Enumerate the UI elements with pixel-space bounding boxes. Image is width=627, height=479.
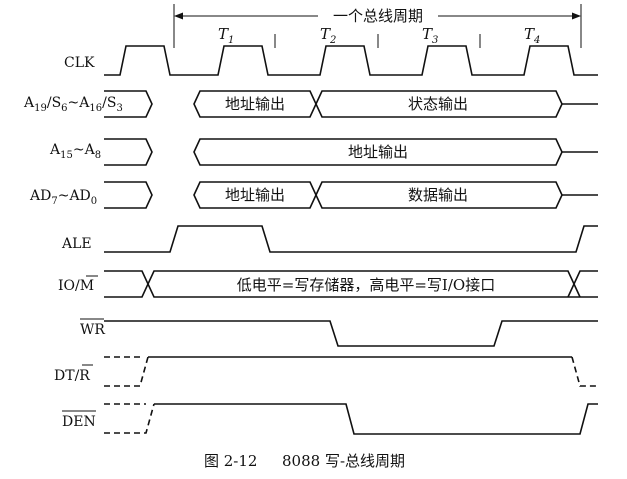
cycle-arrow-left-head [174,12,183,20]
dt-r-waveform [104,356,598,387]
state-label-t2: T2 [320,25,336,46]
clk-label: CLK [64,55,95,71]
figure-title: 8088 写-总线周期 [282,452,405,470]
den-label: DEN [62,414,96,430]
a19-address-output-label: 地址输出 [225,95,285,113]
ale-label: ALE [61,236,92,252]
ad-data-output-label: 数据输出 [408,186,468,204]
io-m-label: IO/M [58,278,94,294]
cycle-arrow-right-head [572,12,581,20]
io-m-level-description: 低电平=写存储器，高电平=写I/O接口 [237,276,495,294]
a19-status-output-label: 状态输出 [408,95,468,113]
figure-number: 图 2-12 [204,452,257,470]
a19-s6-waveform [104,90,598,118]
bus-cycle-span: 一个总线周期 [173,4,582,48]
state-label-t4: T4 [524,25,540,46]
ad7-ad0-label: AD7~AD0 [29,188,97,207]
ale-waveform [104,225,598,253]
wr-label: WR [80,322,105,338]
io-m-waveform [104,270,598,298]
state-label-t1: T1 [218,25,234,46]
bus-cycle-label: 一个总线周期 [333,7,423,25]
state-labels: T1 T2 T3 T4 [218,25,540,48]
clk-waveform [104,45,598,76]
a15-a8-waveform [104,138,598,166]
a19-s6-a16-s3-label: A19/S6~A16/S3 [23,95,123,114]
ad7-ad0-waveform [104,181,598,209]
state-label-t3: T3 [422,25,438,46]
a15-a8-label: A15~A8 [49,142,101,161]
den-waveform [104,403,598,435]
ad-address-output-label: 地址输出 [225,186,285,204]
a15-address-output-label: 地址输出 [348,143,408,161]
dt-r-label: DT/R [54,368,90,384]
wr-waveform [104,320,598,347]
